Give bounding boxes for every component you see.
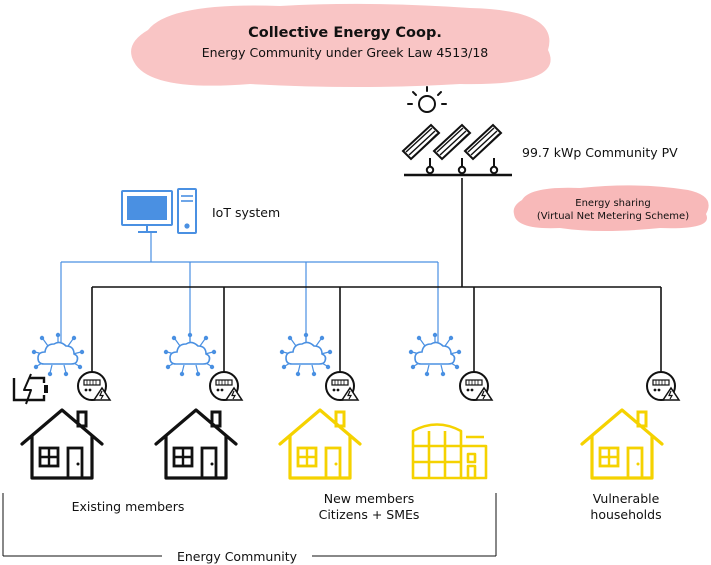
computer-icon [121,188,197,234]
group-label-vulnerable-line2: households [590,507,661,522]
sharing-line2: (Virtual Net Metering Scheme) [537,211,689,222]
iot-cloud-icon [408,332,462,377]
smart-meter-icon [77,371,111,401]
group-label-existing: Existing members [72,499,185,514]
iot-cloud-icon [163,332,217,377]
iot-label: IoT system [212,205,280,220]
iot-network-lines [60,233,439,342]
sharing-line1: Energy sharing [575,198,650,209]
smart-meter-icon [459,371,493,401]
house-icon [278,408,362,480]
header-blob [131,3,551,88]
iot-cloud-icon [279,332,333,377]
smart-meter-icon [209,371,243,401]
group-label-new-line2: Citizens + SMEs [319,507,420,522]
header-subtitle: Energy Community under Greek Law 4513/18 [202,45,489,60]
sharing-blob [513,185,709,231]
group-label-vulnerable-line1: Vulnerable [593,491,660,506]
battery-icon [12,373,48,405]
house-icon [580,408,664,480]
sun-icon [407,86,447,113]
community-bracket [2,493,497,557]
header-title: Collective Energy Coop. [248,25,442,41]
smart-meter-icon [646,371,680,401]
house-icon [20,408,104,480]
iot-cloud-icon [31,332,85,377]
group-label-new-line1: New members [324,491,415,506]
building-icon [411,423,488,480]
house-icon [154,408,238,480]
community-label: Energy Community [177,549,298,564]
pv-label: 99.7 kWp Community PV [522,145,678,160]
energy-distribution-lines [91,178,662,372]
smart-meter-icon [325,371,359,401]
solar-panel-icon [401,123,512,177]
